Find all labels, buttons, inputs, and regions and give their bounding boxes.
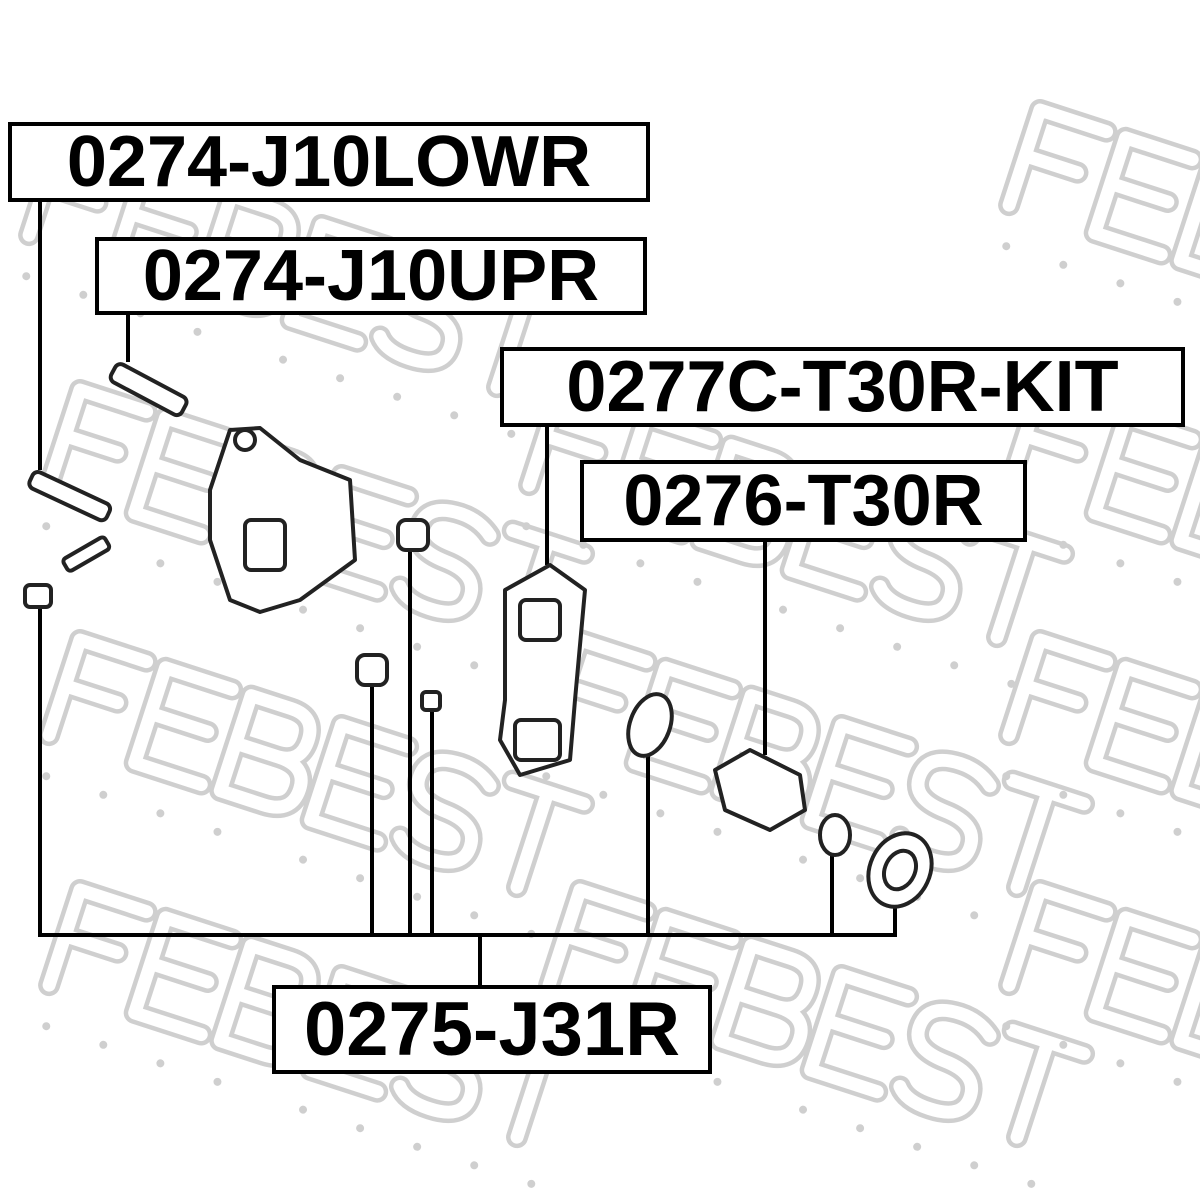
guide-pin-upper bbox=[108, 362, 189, 418]
dust-boot bbox=[866, 831, 934, 909]
caliper-body bbox=[208, 426, 357, 614]
parts bbox=[23, 362, 934, 909]
part-label-piston: 0276-T30R bbox=[580, 460, 1027, 542]
bleeder-screw bbox=[23, 535, 112, 609]
leader-lines bbox=[38, 200, 897, 988]
guide-pin-lower bbox=[27, 469, 113, 523]
part-label-caliper-bracket-kit: 0277C-T30R-KIT bbox=[500, 347, 1185, 427]
piston-seal bbox=[626, 692, 674, 758]
part-label-repair-kit: 0275-J31R bbox=[272, 985, 712, 1074]
part-label-lower-pin: 0274-J10LOWR bbox=[8, 122, 650, 202]
pin-boots bbox=[355, 518, 442, 712]
piston bbox=[713, 748, 852, 857]
part-label-upper-pin: 0274-J10UPR bbox=[95, 237, 647, 315]
caliper-bracket bbox=[498, 563, 587, 777]
